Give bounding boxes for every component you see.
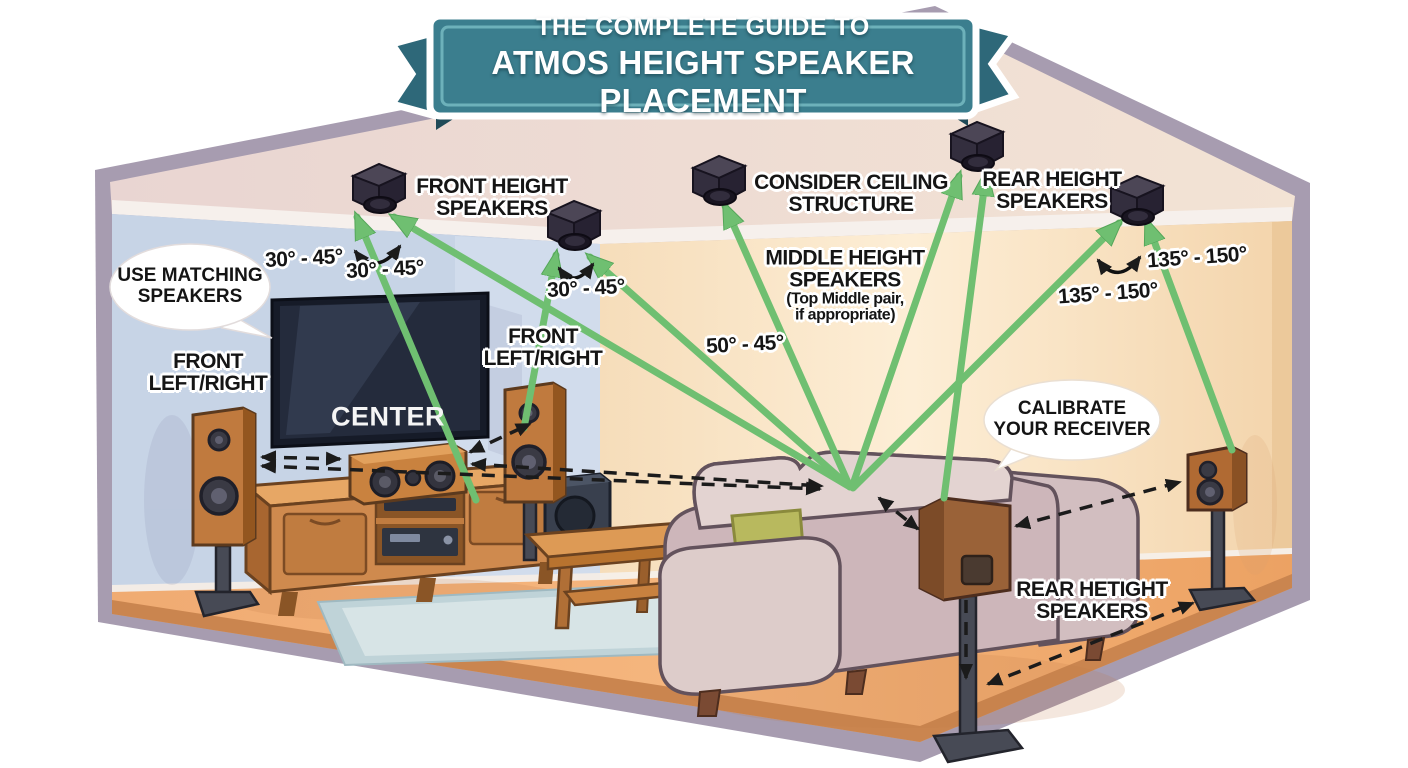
wall-back-corner (1272, 221, 1292, 555)
front-left-speaker (191, 406, 261, 618)
angle-front-c: 30° - 45° (546, 274, 626, 303)
label-rear-height-speakers: REAR HEIGHT SPEAKERS (982, 168, 1122, 213)
angle-arcs (353, 244, 1142, 284)
label-front-left-right-b: FRONT LEFT/RIGHT (483, 325, 603, 370)
label-center: CENTER (330, 401, 446, 432)
bubble-use-matching-speakers: USE MATCHING SPEAKERS (117, 265, 263, 307)
label-front-left-right-a: FRONT LEFT/RIGHT (148, 350, 268, 395)
banner-line1: THE COMPLETE GUIDE TO (536, 12, 870, 41)
media-player (384, 498, 456, 511)
label-rear-hetight-speakers: REAR HETIGHT SPEAKERS (1016, 578, 1168, 623)
angle-front-a: 30° - 45° (264, 244, 344, 273)
label-middle-height-speakers: MIDDLE HEIGHT SPEAKERS (Top Middle pair,… (765, 246, 925, 324)
floor-front-edge (112, 574, 1292, 742)
crown-molding (112, 200, 1292, 244)
label-consider-ceiling-structure: CONSIDER CEILING STRUCTURE (754, 171, 948, 216)
banner-line2: ATMOS HEIGHT SPEAKER PLACEMENT (491, 43, 915, 119)
calibration-arrows (260, 422, 1195, 686)
bubble-calibrate-your-receiver: CALIBRATE YOUR RECEIVER (993, 398, 1151, 440)
label-front-height-speakers: FRONT HEIGHT SPEAKERS (416, 175, 568, 220)
rear-right-speaker (1186, 445, 1257, 612)
angle-front-b: 30° - 45° (345, 255, 425, 284)
angle-middle: 50° - 45° (705, 330, 785, 359)
banner: THE COMPLETE GUIDE TO ATMOS HEIGHT SPEAK… (430, 12, 976, 119)
speech-bubbles (109, 243, 1161, 472)
placement-arrows (353, 174, 1236, 504)
surround-speaker (918, 496, 1025, 764)
title-banner (386, 12, 1020, 130)
